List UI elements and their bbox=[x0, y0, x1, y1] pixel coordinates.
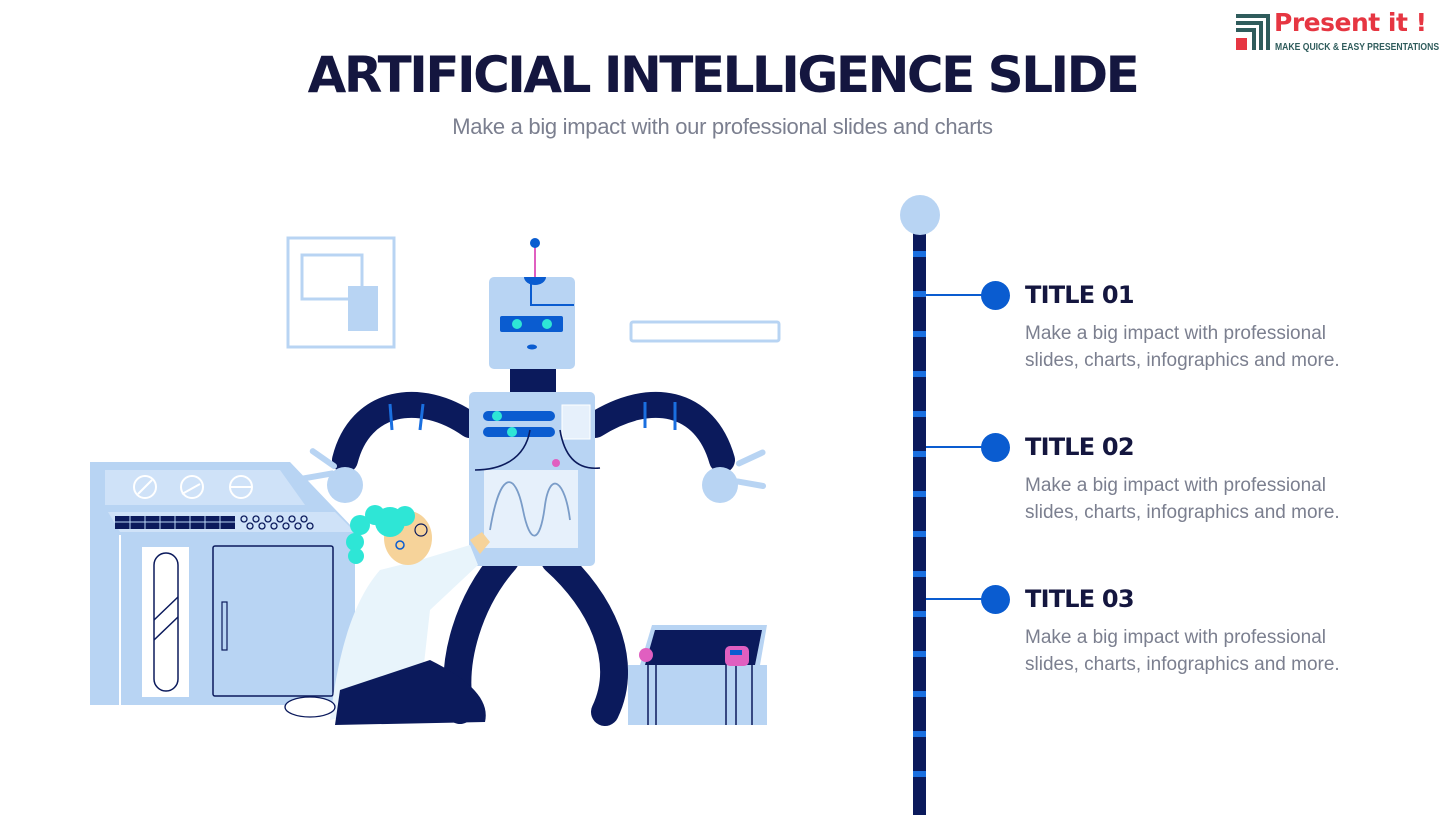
logo-mark-icon bbox=[1236, 14, 1270, 50]
slide-subtitle: Make a big impact with our professional … bbox=[452, 114, 993, 139]
ai-illustration bbox=[90, 236, 781, 726]
timeline-connector-2 bbox=[926, 446, 986, 448]
logo-tagline: MAKE QUICK & EASY PRESENTATIONS bbox=[1275, 41, 1440, 53]
scientist-icon bbox=[284, 505, 490, 725]
logo-name: Present it ! bbox=[1274, 8, 1427, 37]
timeline-item-desc-1: Make a big impact with professional slid… bbox=[1025, 320, 1405, 374]
desc-line: Make a big impact with professional bbox=[1025, 627, 1326, 648]
robot-torso-icon bbox=[469, 392, 601, 566]
slide-title: ARTIFICIAL INTELLIGENCE SLIDE bbox=[307, 46, 1140, 104]
robot-legs-icon bbox=[443, 546, 628, 726]
timeline-item-desc-3: Make a big impact with professional slid… bbox=[1025, 624, 1405, 678]
timeline-item-desc-2: Make a big impact with professional slid… bbox=[1025, 472, 1405, 526]
desc-line: slides, charts, infographics and more. bbox=[1025, 654, 1340, 675]
desc-line: Make a big impact with professional bbox=[1025, 323, 1326, 344]
robot-head-icon bbox=[489, 238, 575, 369]
timeline-start-circle bbox=[900, 195, 940, 235]
wall-shelf-icon bbox=[629, 320, 781, 343]
timeline-dot-2 bbox=[981, 433, 1010, 462]
desc-line: Make a big impact with professional bbox=[1025, 475, 1326, 496]
wall-frame-icon bbox=[286, 236, 396, 349]
robot-hands-icon bbox=[300, 448, 767, 503]
timeline-bar bbox=[913, 225, 926, 815]
timeline-item-title-3: TITLE 03 bbox=[1025, 585, 1135, 613]
brand-logo: Present it ! MAKE QUICK & EASY PRESENTAT… bbox=[1236, 8, 1440, 58]
desc-line: slides, charts, infographics and more. bbox=[1025, 502, 1340, 523]
timeline-connector-3 bbox=[926, 598, 986, 600]
timeline-item-title-2: TITLE 02 bbox=[1025, 433, 1135, 461]
lab-machine-icon bbox=[90, 462, 355, 705]
timeline-dot-3 bbox=[981, 585, 1010, 614]
toolbox-icon bbox=[628, 625, 767, 725]
robot-arms-icon bbox=[332, 391, 735, 473]
desc-line: slides, charts, infographics and more. bbox=[1025, 350, 1340, 371]
timeline-dot-1 bbox=[981, 281, 1010, 310]
timeline-item-title-1: TITLE 01 bbox=[1025, 281, 1135, 309]
timeline-connector-1 bbox=[926, 294, 986, 296]
